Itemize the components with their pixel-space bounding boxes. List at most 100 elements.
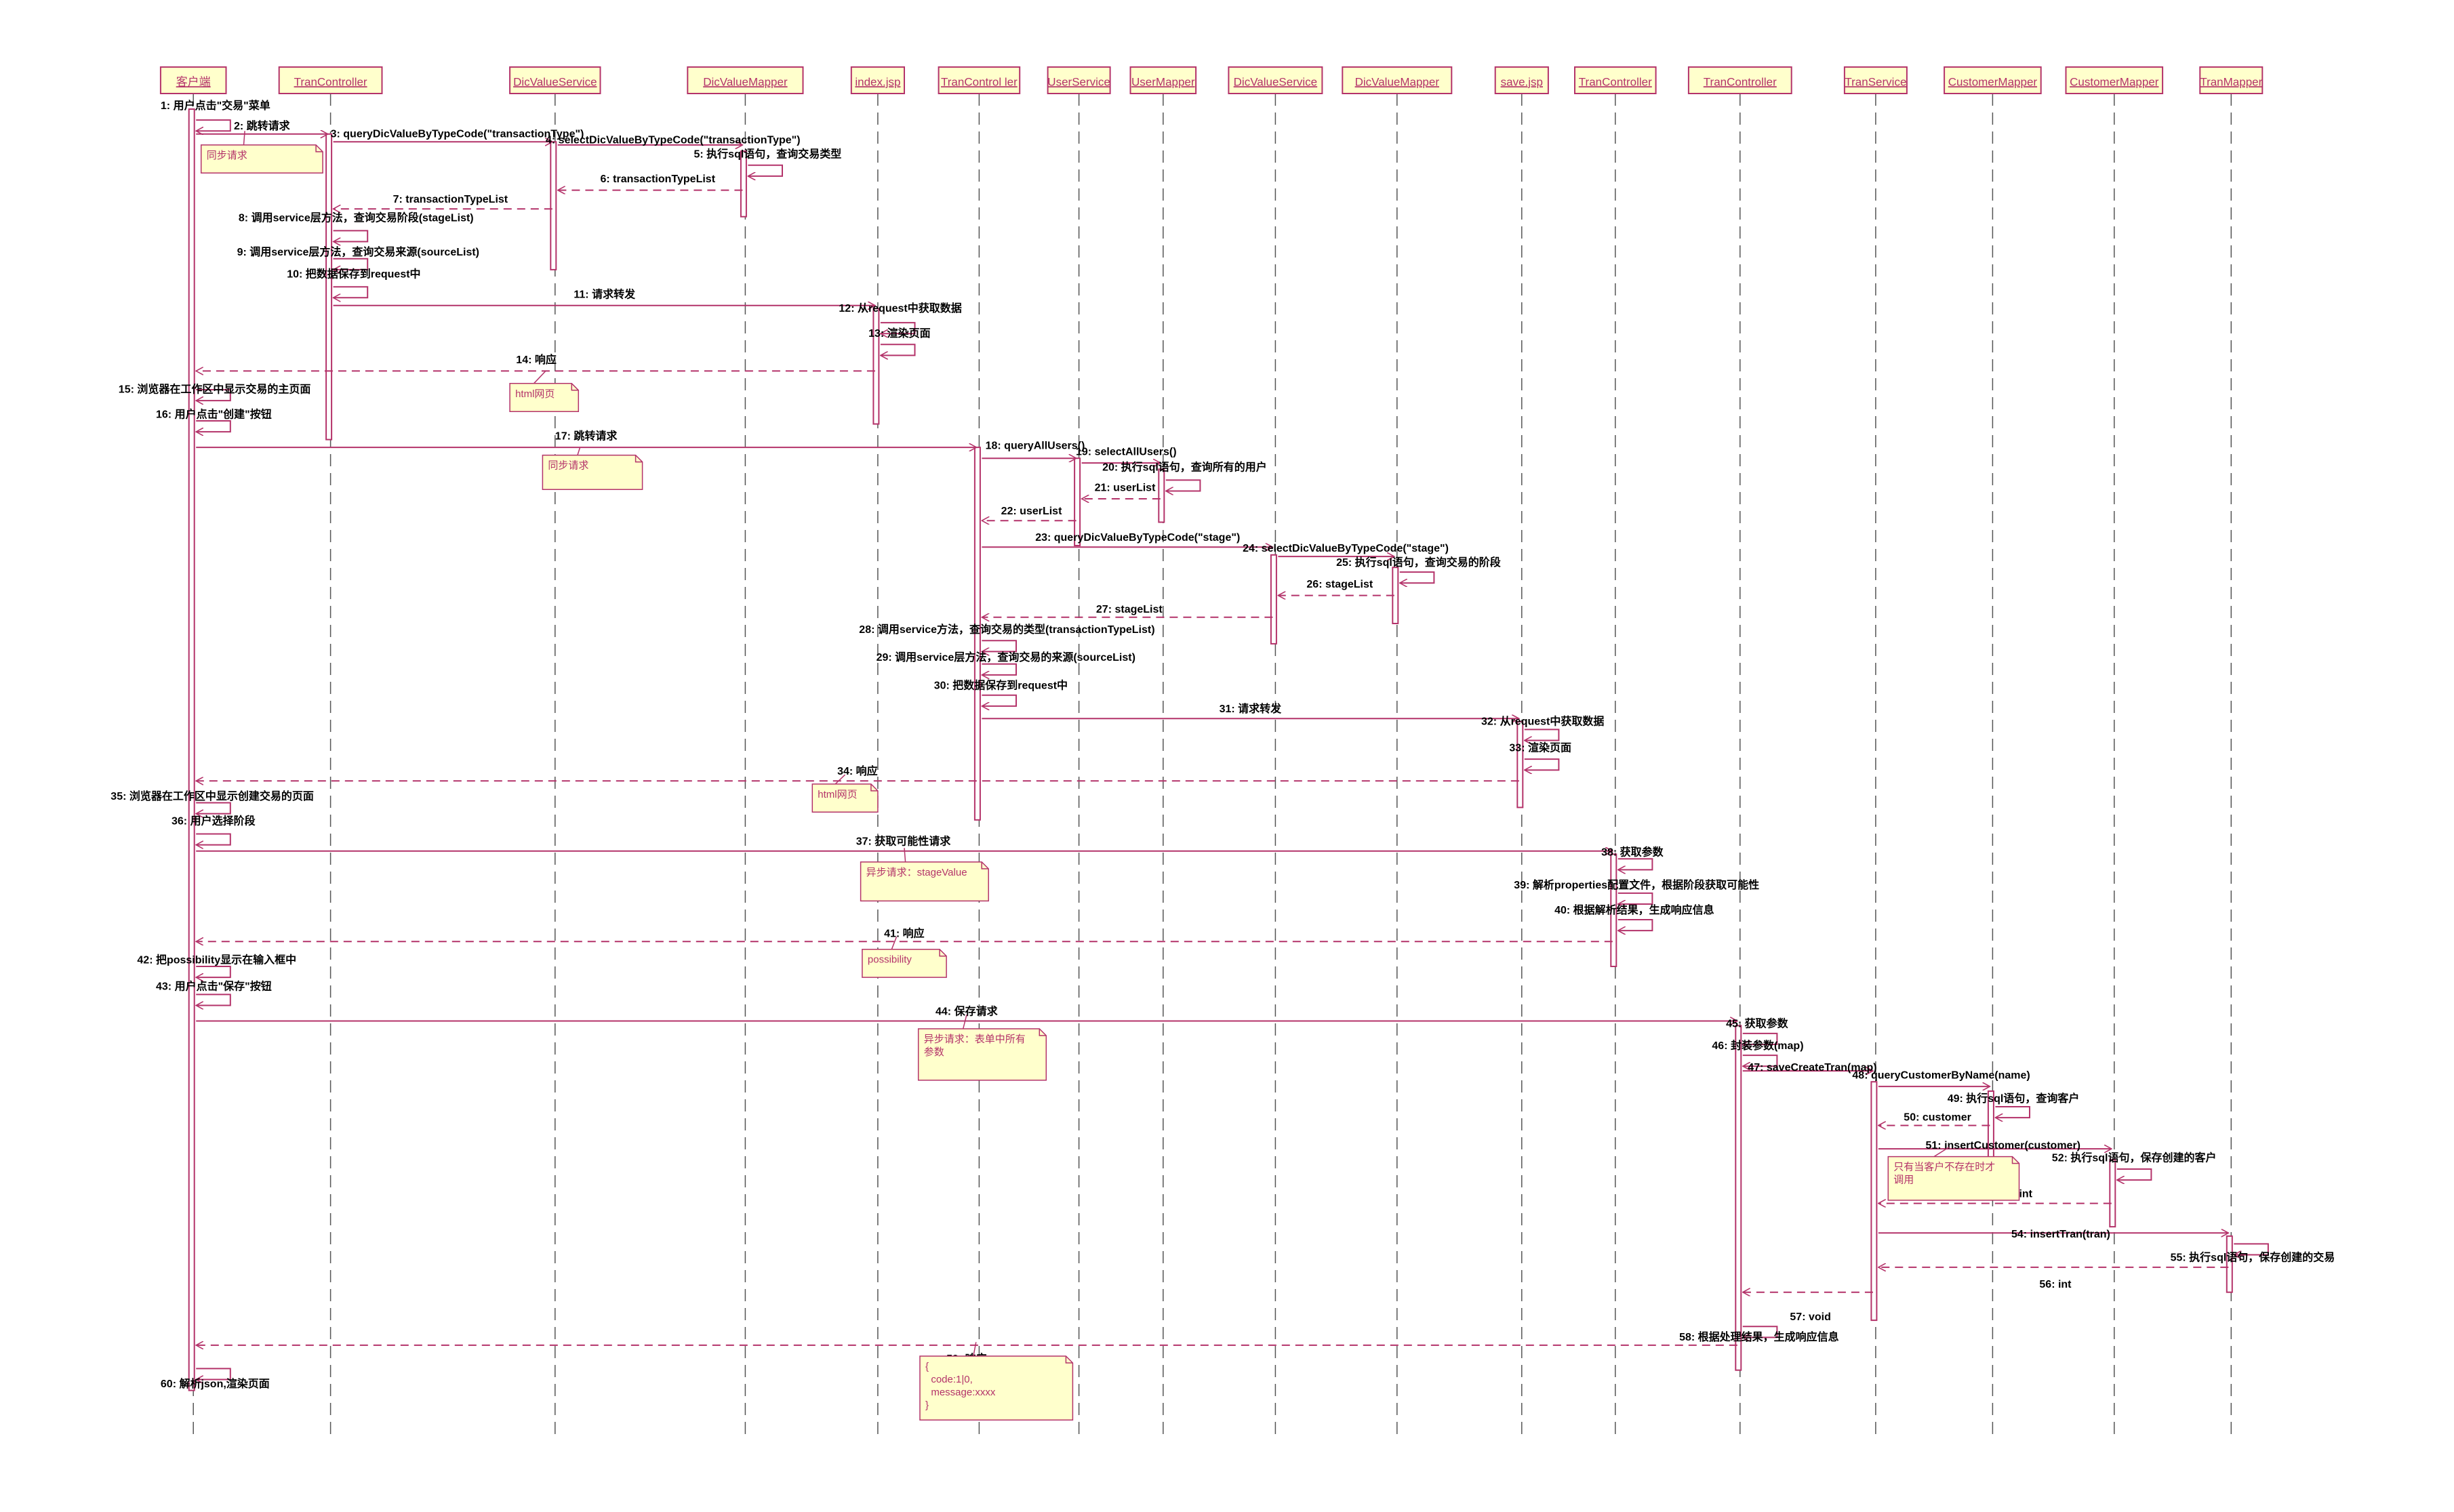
- message-57: 57: void: [1743, 1292, 1873, 1323]
- self-message-arrow: [196, 833, 231, 845]
- message-32: 32: 从request中获取数据: [1481, 715, 1604, 741]
- lifeline-label: save.jsp: [1501, 75, 1543, 88]
- lifeline-label: DicValueMapper: [1355, 75, 1440, 88]
- message-3: 3: queryDicValueByTypeCode("transactionT…: [331, 128, 584, 142]
- note-box: [860, 861, 989, 902]
- note-n5: 异步请求：stageValue: [860, 848, 989, 902]
- activation-bar: [2226, 1235, 2233, 1293]
- message-8: 8: 调用service层方法，查询交易阶段(stageList): [239, 211, 474, 242]
- note-text-line: 异步请求：stageValue: [866, 867, 967, 878]
- self-message-arrow: [1525, 758, 1560, 770]
- note-box: [919, 1355, 1074, 1421]
- message-label: 37: 获取可能性请求: [856, 835, 952, 848]
- message-label: 13: 渲染页面: [868, 327, 931, 340]
- lifeline-label: DicValueService: [513, 75, 597, 88]
- lifeline-header-box: [1944, 66, 2042, 94]
- message-label: 16: 用户点击"创建"按钮: [156, 407, 272, 420]
- lifeline-um: UserMapper: [1129, 66, 1197, 1434]
- lifeline-tc3: TranController: [1574, 66, 1657, 1434]
- lifeline-header-box: [2065, 66, 2164, 94]
- note-connector: [834, 774, 846, 785]
- lifeline-label: TranController: [1704, 75, 1777, 88]
- message-12: 12: 从request中获取数据: [839, 302, 962, 333]
- message-label: 30: 把数据保存到request中: [934, 679, 1068, 692]
- self-message-arrow: [1166, 479, 1201, 491]
- message-23: 23: queryDicValueByTypeCode("stage"): [982, 532, 1272, 547]
- message-42: 42: 把possibility显示在输入框中: [137, 953, 296, 977]
- activation-bar: [188, 108, 195, 1391]
- message-7: 7: transactionTypeList: [334, 194, 552, 209]
- self-message-arrow: [334, 286, 369, 298]
- lifeline-header-box: [687, 66, 804, 94]
- message-36: 36: 用户选择阶段: [172, 815, 256, 845]
- message-38: 38: 获取参数: [1601, 846, 1664, 870]
- message-label: 36: 用户选择阶段: [172, 815, 256, 827]
- message-58: 58: 根据处理结果，生成响应信息: [1679, 1326, 1839, 1343]
- message-label: 28: 调用service方法，查询交易的类型(transactionTypeL…: [859, 623, 1154, 636]
- message-label: 33: 渲染页面: [1509, 741, 1571, 754]
- lifeline-header-box: [850, 66, 906, 94]
- activation-bar: [1516, 720, 1524, 809]
- note-text-line: message:xxxx: [925, 1387, 996, 1398]
- message-label: 22: userList: [1001, 506, 1062, 517]
- self-message-arrow: [334, 258, 369, 270]
- lifeline-label: TranController: [294, 75, 367, 88]
- lifeline-header-box: [1574, 66, 1657, 94]
- message-19: 19: selectAllUsers(): [1076, 447, 1177, 464]
- message-label: 41: 响应: [884, 926, 925, 939]
- lifeline-dvm1: DicValueMapper: [687, 66, 804, 1434]
- message-label: 26: stageList: [1306, 579, 1373, 590]
- message-20: 20: 执行sql语句，查询所有的用户: [1102, 461, 1267, 491]
- message-label: 19: selectAllUsers(): [1076, 447, 1177, 458]
- self-message-arrow: [748, 164, 783, 176]
- lifeline-index: index.jsp: [850, 66, 906, 1434]
- message-24: 24: selectDicValueByTypeCode("stage"): [1243, 543, 1449, 556]
- message-44: 44: 保存请求: [196, 1004, 1737, 1021]
- message-14: 14: 响应: [196, 353, 875, 371]
- message-18: 18: queryAllUsers(): [982, 440, 1085, 458]
- self-message-arrow: [1743, 1326, 1778, 1337]
- message-4: 4: selectDicValueByTypeCode("transaction…: [546, 135, 801, 146]
- message-35: 35: 浏览器在工作区中显示创建交易的页面: [110, 790, 314, 814]
- message-label: 49: 执行sql语句，查询客户: [1948, 1092, 2080, 1105]
- message-label: 51: insertCustomer(customer): [1926, 1140, 2081, 1151]
- message-11: 11: 请求转发: [333, 287, 875, 306]
- message-60: 60: 解析json,渲染页面: [161, 1368, 270, 1390]
- message-16: 16: 用户点击"创建"按钮: [156, 407, 272, 432]
- lifeline-tc4: TranController: [1687, 66, 1792, 1434]
- lifeline-dvs2: DicValueService: [1228, 66, 1323, 1434]
- message-label: 60: 解析json,渲染页面: [161, 1377, 270, 1390]
- note-connector: [891, 937, 898, 949]
- self-message-arrow: [982, 663, 1017, 675]
- lifeline-label: TranService: [1845, 75, 1906, 88]
- message-34: 34: 响应: [196, 764, 1519, 781]
- message-label: 45: 获取参数: [1726, 1017, 1789, 1030]
- message-49: 49: 执行sql语句，查询客户: [1948, 1092, 2080, 1118]
- message-label: 14: 响应: [516, 353, 557, 366]
- activation-bar: [1735, 1025, 1742, 1371]
- note-text-line: {: [925, 1361, 929, 1372]
- message-48: 48: queryCustomerByName(name): [1852, 1070, 2030, 1087]
- message-27: 27: stageList: [982, 604, 1273, 617]
- lifeline-dvs1: DicValueService: [509, 66, 601, 1434]
- message-9: 9: 调用service层方法，查询交易来源(sourceList): [237, 245, 479, 270]
- self-message-arrow: [1618, 858, 1653, 870]
- note-connector: [243, 131, 245, 145]
- self-message-arrow: [1525, 729, 1560, 740]
- self-message-arrow: [196, 994, 231, 1005]
- message-label: 24: selectDicValueByTypeCode("stage"): [1243, 543, 1449, 554]
- lifeline-header-box: [1494, 66, 1549, 94]
- self-message-arrow: [196, 119, 231, 131]
- lifeline-header-box: [509, 66, 601, 94]
- activation-bar: [325, 133, 333, 441]
- message-40: 40: 根据解析结果，生成响应信息: [1554, 903, 1714, 931]
- note-fold: [870, 783, 878, 792]
- message-26: 26: stageList: [1278, 579, 1394, 596]
- note-box: [200, 144, 323, 174]
- note-fold: [1039, 1029, 1047, 1036]
- self-message-arrow: [1618, 919, 1653, 931]
- message-label: 44: 保存请求: [936, 1004, 999, 1017]
- self-message-arrow: [881, 322, 916, 333]
- self-message-arrow: [1995, 1106, 2030, 1118]
